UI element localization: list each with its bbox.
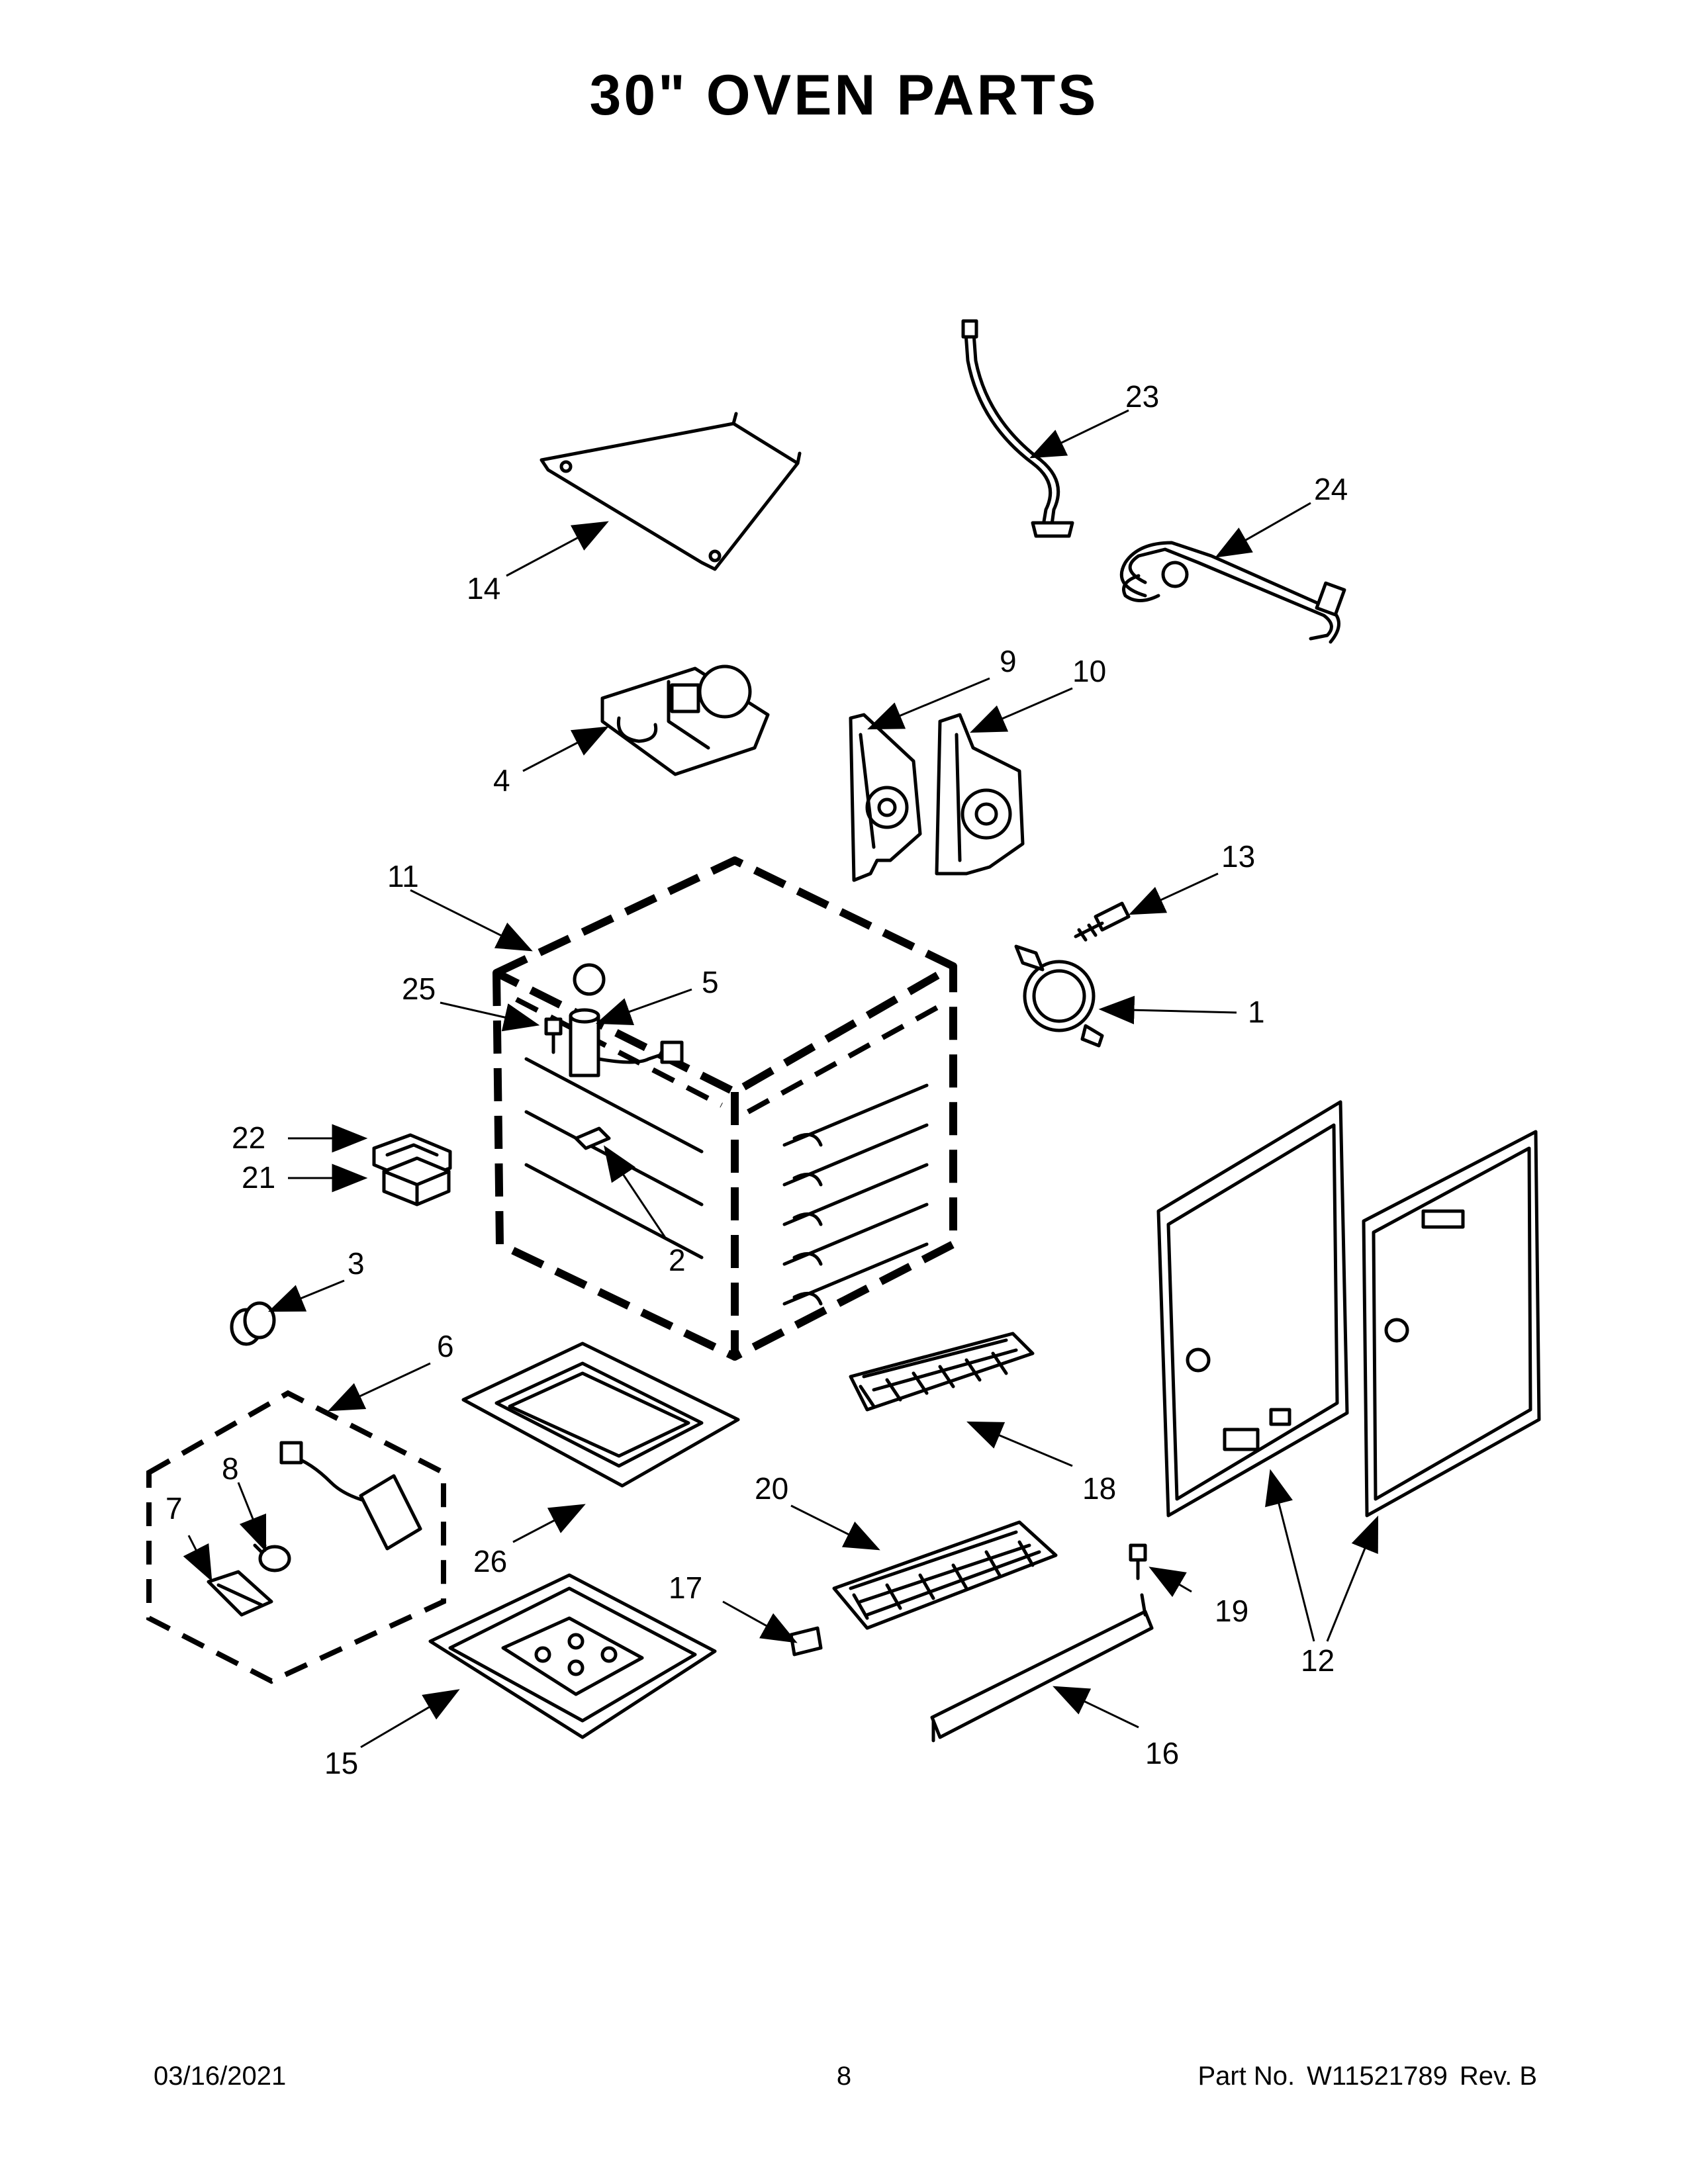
part-11-oven-cavity xyxy=(492,856,957,1361)
callout-12: 12 xyxy=(1301,1643,1335,1678)
part-number-label: Part No. xyxy=(1197,2062,1295,2091)
part-3-bumper xyxy=(230,1301,276,1346)
callout-20: 20 xyxy=(755,1471,788,1506)
callout-9: 9 xyxy=(1000,644,1017,678)
part-24-burner-tube xyxy=(1119,541,1346,644)
part-17-clip xyxy=(789,1626,823,1657)
part-2-terminal-block xyxy=(574,1126,611,1150)
part-16-rail xyxy=(930,1593,1154,1743)
callout-1: 1 xyxy=(1248,995,1265,1029)
page-title: 30" OVEN PARTS xyxy=(589,64,1099,127)
callout-7: 7 xyxy=(165,1491,183,1525)
part-26-rack-plate xyxy=(461,1342,740,1488)
leader-lines xyxy=(183,409,1379,1749)
callout-15: 15 xyxy=(324,1746,358,1780)
callout-21: 21 xyxy=(242,1160,275,1195)
part-14-shield-plate xyxy=(539,412,802,571)
part-20-broil-element xyxy=(832,1520,1058,1630)
callout-18: 18 xyxy=(1082,1471,1116,1506)
callout-19: 19 xyxy=(1215,1594,1248,1628)
part-23-gas-tube xyxy=(961,319,1074,538)
part-10-hinge-bracket-right xyxy=(935,713,1025,876)
callout-25: 25 xyxy=(402,972,436,1006)
callout-6: 6 xyxy=(437,1329,454,1363)
callout-17: 17 xyxy=(669,1570,702,1605)
part-21-block xyxy=(382,1156,451,1206)
part-25-screw xyxy=(544,1017,563,1054)
part-1-sensor xyxy=(1014,944,1104,1048)
part-7-lens xyxy=(207,1570,273,1617)
callout-5: 5 xyxy=(702,965,719,999)
callout-13: 13 xyxy=(1221,839,1255,874)
part-13-screw xyxy=(1074,901,1131,942)
part-12-back-panel-left xyxy=(1156,1100,1349,1518)
callout-14: 14 xyxy=(467,571,500,606)
footer-date: 03/16/2021 xyxy=(154,2062,287,2091)
callout-labels: 1 2 3 4 5 6 7 8 9 10 11 12 13 14 15 16 1… xyxy=(165,379,1348,1780)
callout-16: 16 xyxy=(1145,1736,1179,1770)
callout-11: 11 xyxy=(387,859,419,893)
callout-22: 22 xyxy=(232,1120,265,1155)
callout-23: 23 xyxy=(1125,379,1159,414)
part-5-igniter xyxy=(569,1008,684,1077)
callout-24: 24 xyxy=(1314,472,1348,506)
part-6-light-assembly-group xyxy=(146,1390,446,1684)
footer-page-number: 8 xyxy=(836,2062,852,2091)
footer-part-number: Part No. W11521789 Rev. B xyxy=(1197,2062,1537,2091)
part-4-door-lock xyxy=(600,664,770,776)
part-19-screw xyxy=(1129,1543,1147,1580)
part-9-hinge-bracket-left xyxy=(849,713,922,882)
callout-8: 8 xyxy=(222,1451,239,1486)
callout-10: 10 xyxy=(1072,654,1106,688)
callout-3: 3 xyxy=(348,1246,365,1281)
part-15-broil-pan xyxy=(428,1573,717,1739)
part-number-value: W11521789 xyxy=(1307,2062,1448,2091)
part-12-back-panel-right xyxy=(1362,1130,1541,1518)
part-18-bake-element xyxy=(849,1332,1035,1412)
callout-26: 26 xyxy=(473,1544,507,1578)
callout-4: 4 xyxy=(493,763,510,797)
callout-2: 2 xyxy=(669,1243,686,1277)
revision: Rev. B xyxy=(1459,2062,1537,2091)
part-8-bulb xyxy=(253,1537,291,1572)
